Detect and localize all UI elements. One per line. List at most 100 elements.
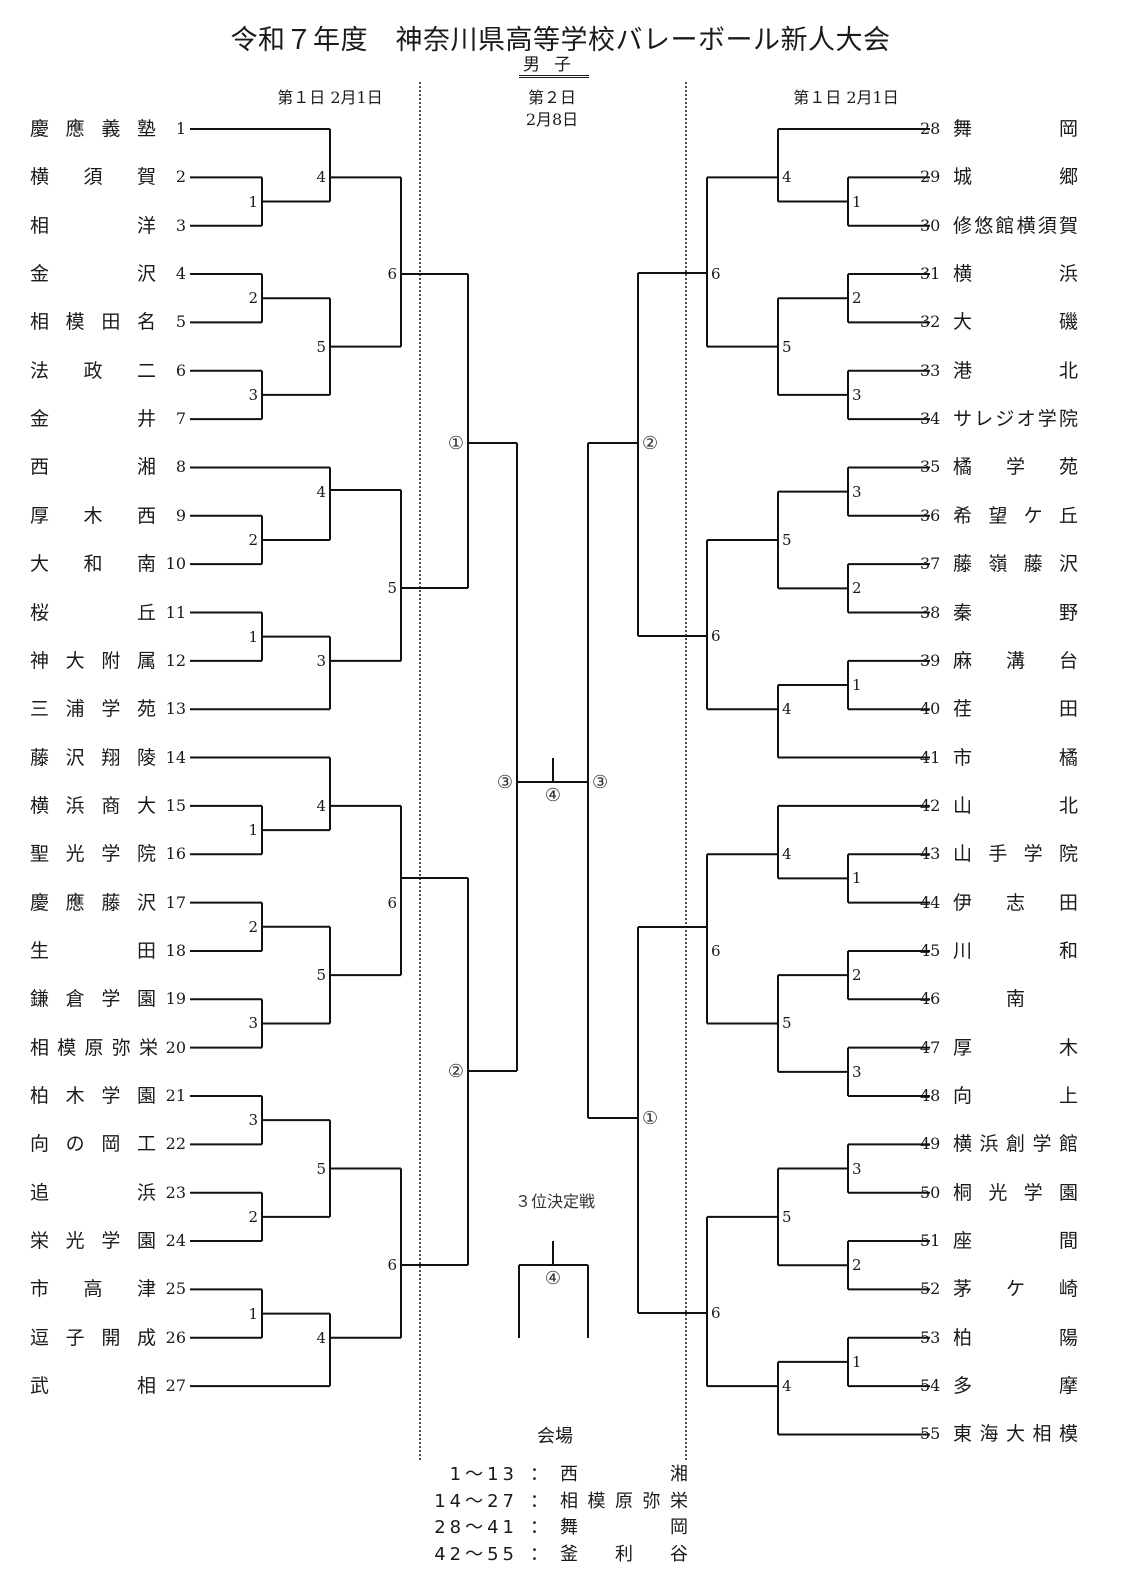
team-name: 慶應義塾 bbox=[30, 118, 156, 140]
team-name: 舞岡 bbox=[953, 118, 1078, 140]
venue-row: 28～41 ： 舞岡 bbox=[418, 1513, 688, 1540]
team-name: 向上 bbox=[953, 1085, 1078, 1107]
match-number: 2 bbox=[852, 1256, 862, 1275]
match-number: 3 bbox=[852, 1062, 862, 1081]
team-name: 相洋 bbox=[30, 214, 156, 237]
team-seed-number: 53 bbox=[920, 1327, 941, 1347]
third-place-label: ３位決定戦 bbox=[514, 1192, 595, 1211]
team-seed-number: 47 bbox=[920, 1037, 941, 1057]
final-match-number: ④ bbox=[544, 785, 562, 806]
team-name: 相模田名 bbox=[30, 311, 156, 334]
team-seed-number: 16 bbox=[165, 844, 186, 864]
match-number: 5 bbox=[316, 966, 326, 985]
team-seed-number: 3 bbox=[175, 215, 186, 235]
venue-name: 舞岡 bbox=[560, 1517, 688, 1538]
center-day-header: 第２日 bbox=[527, 88, 576, 107]
match-number: 4 bbox=[782, 845, 792, 864]
team-seed-number: 15 bbox=[165, 795, 186, 815]
team-seed-number: 20 bbox=[165, 1037, 186, 1057]
match-number: 3 bbox=[852, 385, 862, 404]
match-number: 6 bbox=[387, 265, 397, 284]
match-number: 5 bbox=[782, 1207, 792, 1226]
team-name: 柏陽 bbox=[953, 1326, 1078, 1349]
team-seed-number: 23 bbox=[165, 1182, 186, 1202]
division-label: 男子 bbox=[0, 50, 1108, 78]
team-name: 市橘 bbox=[953, 746, 1078, 769]
match-number: 2 bbox=[852, 289, 862, 308]
team-name: 追浜 bbox=[30, 1181, 156, 1204]
team-seed-number: 4 bbox=[175, 264, 186, 284]
team-seed-number: 17 bbox=[165, 892, 186, 912]
team-name: 桐光学園 bbox=[953, 1181, 1078, 1204]
team-seed-number: 7 bbox=[175, 409, 186, 429]
team-name: 相模原弥栄 bbox=[30, 1036, 158, 1059]
semifinal-number: ② bbox=[642, 433, 659, 454]
venue-title: 会場 bbox=[537, 1426, 573, 1447]
team-name: 桜丘 bbox=[30, 601, 156, 624]
match-number: 5 bbox=[316, 1159, 326, 1178]
team-name: 修悠館横須賀 bbox=[953, 214, 1078, 237]
center-date-header: 2月8日 bbox=[525, 110, 579, 129]
team-seed-number: 42 bbox=[920, 795, 941, 815]
team-name: 慶應藤沢 bbox=[30, 891, 156, 914]
team-seed-number: 28 bbox=[920, 119, 941, 138]
team-name: 逗子開成 bbox=[30, 1326, 156, 1349]
team-name: 城郷 bbox=[953, 166, 1078, 189]
team-name: 大和南 bbox=[30, 553, 156, 576]
match-number: 3 bbox=[248, 1111, 258, 1130]
team-seed-number: 2 bbox=[175, 167, 186, 187]
team-name: 厚木 bbox=[953, 1036, 1078, 1059]
match-number: 2 bbox=[248, 530, 258, 549]
match-number: 2 bbox=[852, 966, 862, 985]
team-seed-number: 55 bbox=[920, 1424, 941, 1444]
team-name: 南 bbox=[1005, 988, 1025, 1011]
team-name: 柏木学園 bbox=[30, 1085, 156, 1107]
team-seed-number: 21 bbox=[165, 1086, 186, 1105]
team-seed-number: 27 bbox=[165, 1376, 186, 1396]
team-seed-number: 48 bbox=[920, 1086, 941, 1105]
venue-range: 28～41 bbox=[434, 1517, 518, 1538]
match-number: 1 bbox=[852, 1352, 862, 1371]
match-number: 1 bbox=[852, 676, 862, 695]
tournament-title: 令和７年度 神奈川県高等学校バレーボール新人大会 bbox=[230, 25, 891, 56]
team-name: 麻溝台 bbox=[953, 649, 1078, 672]
team-name: 荏田 bbox=[953, 698, 1078, 721]
match-number: 4 bbox=[782, 700, 792, 719]
team-seed-number: 11 bbox=[165, 602, 186, 622]
venue-separator: ： bbox=[530, 1464, 548, 1485]
match-number: 1 bbox=[248, 1304, 258, 1323]
team-seed-number: 32 bbox=[920, 312, 941, 332]
team-seed-number: 40 bbox=[920, 699, 941, 719]
semifinal-number: ① bbox=[642, 1108, 659, 1129]
team-seed-number: 44 bbox=[920, 892, 941, 912]
team-seed-number: 45 bbox=[920, 940, 941, 960]
team-seed-number: 8 bbox=[175, 457, 186, 477]
match-number: 1 bbox=[248, 192, 258, 211]
team-seed-number: 6 bbox=[175, 360, 186, 380]
team-name: 三浦学苑 bbox=[30, 698, 156, 721]
team-seed-number: 33 bbox=[920, 360, 941, 380]
team-seed-number: 46 bbox=[920, 989, 941, 1009]
match-number: 6 bbox=[711, 1304, 721, 1322]
team-seed-number: 25 bbox=[165, 1279, 186, 1299]
team-name: 山手学院 bbox=[953, 843, 1078, 866]
match-number: 5 bbox=[782, 530, 792, 549]
team-seed-number: 49 bbox=[920, 1134, 941, 1154]
team-name: 茅ケ崎 bbox=[953, 1278, 1078, 1301]
match-number: 3 bbox=[852, 1159, 862, 1178]
team-name: 西湘 bbox=[30, 456, 156, 479]
venue-row: 42～55：釜利谷 bbox=[418, 1540, 688, 1567]
team-name: 聖光学院 bbox=[30, 843, 156, 866]
match-number: 5 bbox=[782, 337, 792, 356]
team-name: 横浜商大 bbox=[30, 794, 156, 817]
team-name: 鎌倉学園 bbox=[30, 988, 156, 1011]
team-seed-number: 43 bbox=[920, 844, 941, 864]
venue-name: 相模原弥栄 bbox=[560, 1490, 688, 1512]
final-right-number: ③ bbox=[592, 772, 609, 793]
left-day-header: 第１日 2月1日 bbox=[277, 88, 383, 107]
match-number: 1 bbox=[852, 192, 862, 211]
team-name: 金井 bbox=[30, 408, 156, 431]
venue-separator: ： bbox=[530, 1517, 548, 1538]
team-seed-number: 52 bbox=[920, 1279, 941, 1299]
